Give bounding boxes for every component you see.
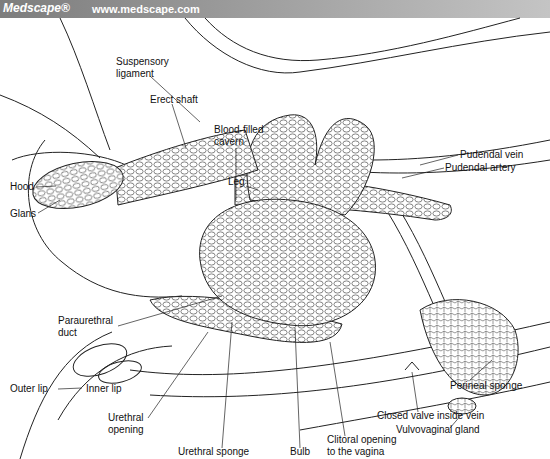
- part-label: Closed valve inside vein: [377, 410, 527, 422]
- header-bar: [0, 0, 550, 18]
- part-label: Urethral sponge: [178, 446, 278, 458]
- part-label: Leg: [228, 176, 258, 188]
- part-label: Hood: [10, 181, 50, 193]
- part-label: Paraurethral duct: [58, 315, 128, 339]
- part-label: Perineal sponge: [450, 380, 550, 392]
- site-url: www.medscape.com: [92, 3, 212, 15]
- part-label: Pudendal artery: [445, 162, 550, 174]
- part-label: Clitoral opening to the vagina: [327, 434, 407, 458]
- part-label: Vulvovaginal gland: [396, 424, 526, 436]
- body-outlines: [0, 18, 550, 459]
- part-label: Bulb: [290, 446, 330, 458]
- part-label: Inner lip: [86, 383, 136, 395]
- part-label: Urethral opening: [108, 412, 160, 436]
- part-label: Blood-filled cavern: [214, 124, 276, 148]
- leader-lines: [36, 76, 492, 448]
- spongy-tissue: [28, 115, 518, 414]
- part-label: Outer lip: [10, 383, 70, 395]
- part-label: Erect shaft: [150, 94, 220, 106]
- part-label: Glans: [10, 208, 50, 220]
- site-logo: Medscape®: [3, 2, 87, 14]
- part-label: Suspensory ligament: [116, 56, 178, 80]
- part-label: Pudendal vein: [460, 149, 550, 161]
